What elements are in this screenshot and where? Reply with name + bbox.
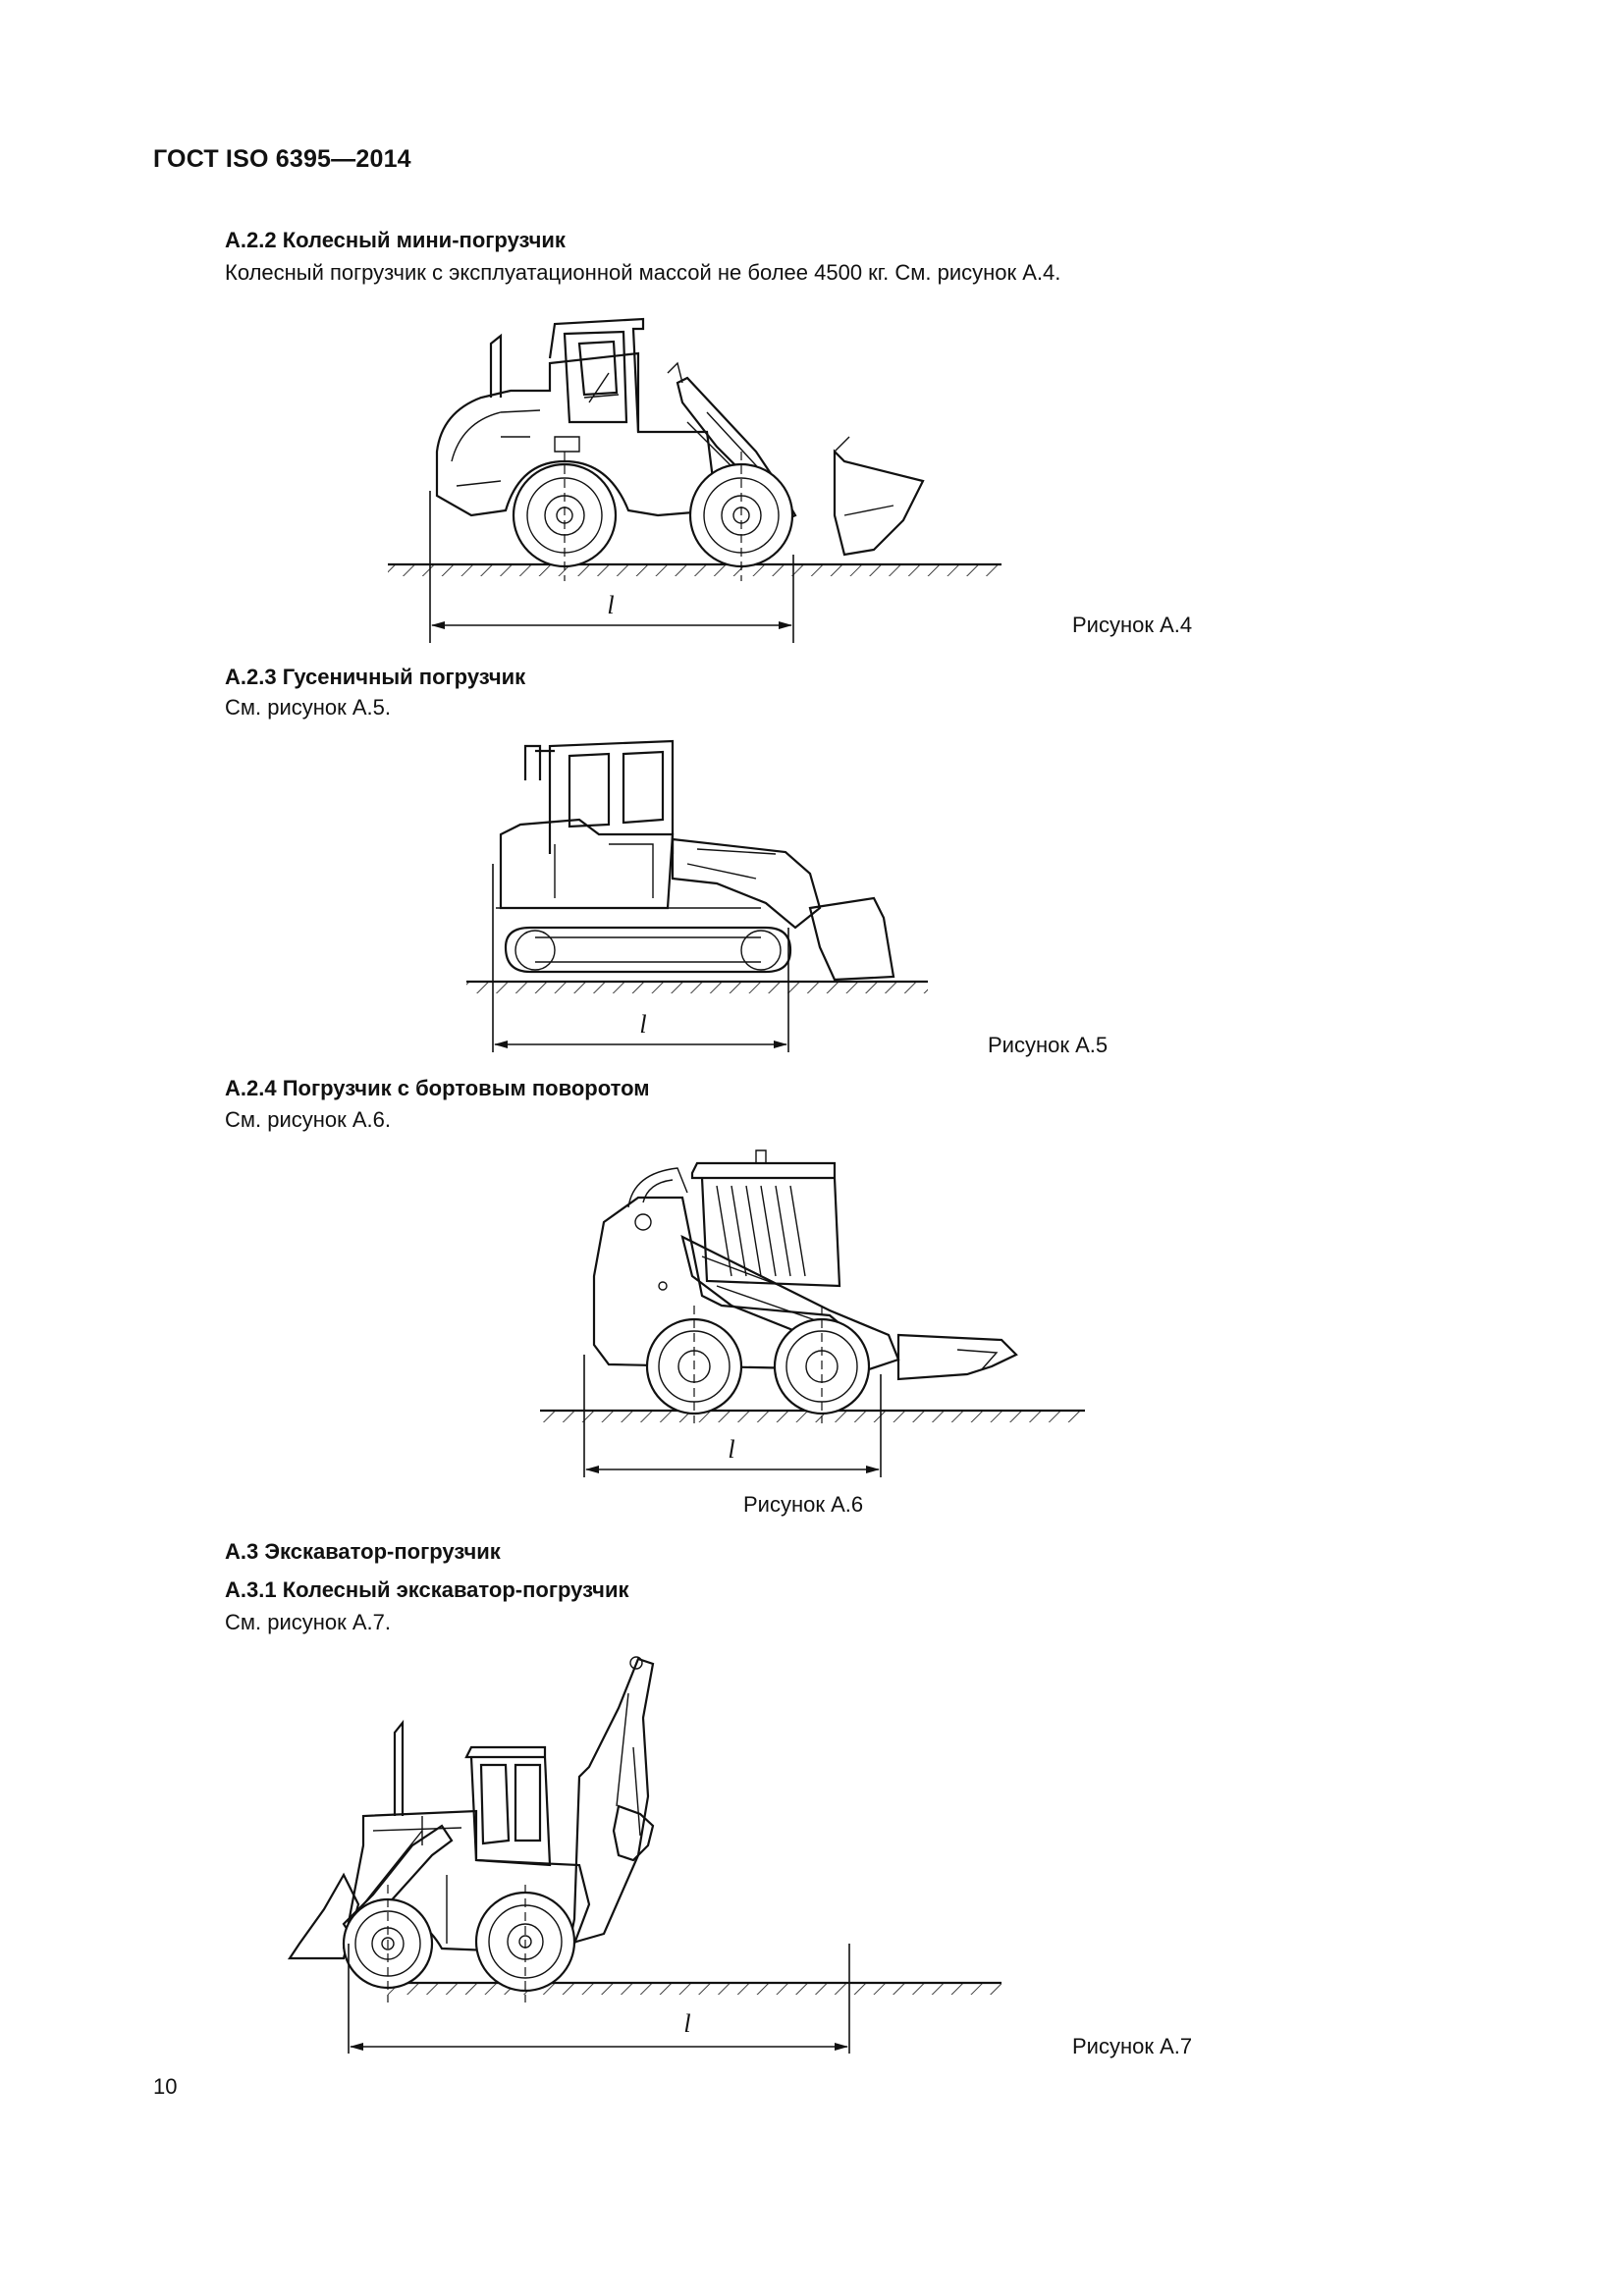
section-text-a-2-4: См. рисунок А.6. (225, 1107, 392, 1132)
loader-bucket (835, 452, 923, 555)
section-heading-a-3-1: А.3.1 Колесный экскаватор-погрузчик (225, 1577, 629, 1602)
backhoe-cab (466, 1747, 550, 1865)
exhaust-stack (491, 336, 501, 398)
figure-caption-a4: Рисунок А.4 (1072, 613, 1193, 637)
section-heading-a-2-2: А.2.2 Колесный мини-погрузчик (225, 228, 566, 252)
crawler-cab (550, 741, 673, 854)
section-heading-a-2-3: А.2.3 Гусеничный погрузчик (225, 665, 526, 689)
page-number: 10 (153, 2074, 178, 2099)
backhoe-boom (569, 1659, 653, 1944)
figure-a7-backhoe-loader: l (383, 1649, 1001, 2061)
exhaust-stack (395, 1723, 403, 1816)
skid-steer-cab (692, 1163, 839, 1286)
section-text-a-3-1: См. рисунок А.7. (225, 1610, 392, 1634)
figure-a6-skid-steer-loader: l (540, 1139, 1085, 1482)
loader-cab (550, 319, 643, 432)
section-text-a-2-3: См. рисунок А.5. (225, 695, 392, 720)
front-loader-bucket (290, 1875, 358, 1958)
dimension-label-l: l (728, 1435, 734, 1464)
crawler-track (506, 928, 790, 972)
figure-a5-crawler-loader: l (466, 736, 928, 1060)
figure-caption-a5: Рисунок А.5 (988, 1033, 1109, 1057)
crawler-body (501, 820, 673, 908)
dimension-label-l: l (639, 1010, 646, 1039)
crawler-bucket (810, 898, 893, 980)
ground-hatch (388, 564, 1001, 576)
skid-steer-arm (682, 1237, 898, 1369)
figure-a4-wheeled-mini-loader: l (388, 304, 1001, 648)
figure-caption-a7: Рисунок А.7 (1072, 2034, 1193, 2058)
section-heading-a-3: А.3 Экскаватор-погрузчик (225, 1539, 501, 1564)
loader-body (437, 353, 717, 515)
dimension-label-l: l (607, 591, 614, 619)
backhoe-bucket (614, 1806, 653, 1860)
figure-caption-a6: Рисунок А.6 (743, 1492, 864, 1517)
section-text-a-2-2: Колесный погрузчик с эксплуатационной ма… (225, 260, 1061, 285)
crawler-arm (673, 839, 820, 928)
document-header: ГОСТ ISO 6395—2014 (153, 145, 411, 173)
skid-steer-bucket (898, 1335, 1016, 1379)
section-heading-a-2-4: А.2.4 Погрузчик с бортовым поворотом (225, 1076, 650, 1100)
dimension-label-l: l (683, 2009, 690, 2038)
